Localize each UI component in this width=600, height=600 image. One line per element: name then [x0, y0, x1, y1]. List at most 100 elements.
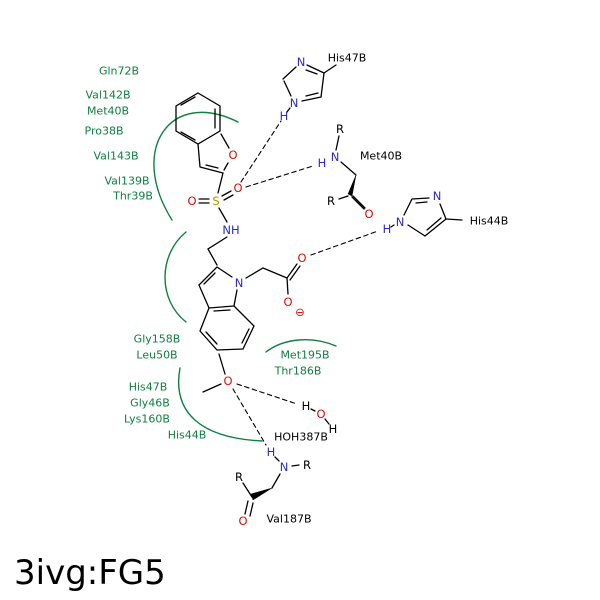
- his44b-nh-hydrogen-label: H: [383, 222, 392, 236]
- furan-sulfur-bond: [217, 172, 224, 194]
- residue-label-val142b: Val142B: [85, 89, 130, 102]
- sulfonyl-oxygen-right-double-bond: [221, 190, 234, 201]
- hbond-sulfonyl-his47b: [240, 120, 282, 183]
- carboxylate-charge-label: ⊖: [295, 305, 305, 319]
- label-his44b: His44B: [470, 215, 509, 228]
- indole-benzene-double-bonds: [205, 309, 250, 345]
- his44b-ring-double-bonds: [415, 201, 442, 231]
- acetate-chain-bonds: [245, 267, 288, 279]
- residue-label-gln72b: Gln72B: [99, 65, 139, 78]
- hydrophobic-residue-labels: Gln72B Val142B Met40B Pro38B Val143B Val…: [85, 65, 330, 442]
- met40b-r-bottom-label: R: [327, 194, 335, 208]
- val187b-r-right-label: R: [303, 458, 311, 472]
- methylene-linker-bonds: [207, 236, 228, 266]
- his47b-ring-double-bonds: [305, 69, 319, 97]
- carboxylate-oxygen-lower-label: O: [283, 295, 292, 309]
- residue-label-leu50b: Leu50B: [136, 349, 177, 362]
- his47b-nh-hydrogen-label: H: [280, 109, 289, 123]
- val187b-carbonyl-oxygen-label: O: [238, 514, 247, 528]
- his47b-nitrogen-top-label: N: [297, 55, 306, 69]
- hbond-carboxylate-his44b: [310, 230, 379, 256]
- water-molecule: [310, 408, 330, 425]
- hydrophobic-contact-arcs: [153, 111, 337, 442]
- water-hydrogen-right-label: H: [329, 422, 338, 436]
- his44b-nitrogen-top-label: N: [433, 189, 442, 203]
- carboxylate-single-bond: [286, 277, 289, 295]
- sulfonamide-nh-label: NH: [222, 223, 239, 237]
- methoxy-oxygen-label: O: [223, 374, 232, 388]
- water-oxygen-label: O: [316, 407, 325, 421]
- residue-label-gly46b: Gly46B: [130, 397, 170, 410]
- label-hoh387b: HOH387B: [274, 431, 328, 444]
- contact-arc-methoxy: [178, 367, 263, 442]
- his44b-ring-bonds: [403, 197, 447, 237]
- his44b-nitrogen-left-label: N: [396, 215, 405, 229]
- met40b-r-top-label: R: [336, 122, 344, 136]
- residue-label-val143b: Val143B: [93, 150, 138, 163]
- water-hydrogen-left-label: H: [302, 399, 311, 413]
- val187b-fragment: [242, 456, 300, 517]
- hydrogen-bonds: [232, 120, 379, 446]
- methoxy-bonds: [202, 353, 226, 393]
- val187b-carbonyl-double-bond: [244, 500, 254, 517]
- val187b-bonds: [242, 456, 300, 498]
- val187b-wedge-bond: [250, 487, 273, 501]
- his44b-nh-bond: [390, 224, 395, 228]
- indole-pyrrole-bonds: [198, 266, 238, 309]
- label-val187b: Val187B: [266, 513, 311, 526]
- contact-arc-indole-right: [265, 339, 337, 353]
- hbond-methoxy-water: [236, 383, 298, 405]
- indole-nitrogen-label: N: [235, 276, 244, 290]
- residue-label-met40b-green: Met40B: [87, 105, 129, 118]
- his47b-nh-bond: [286, 107, 291, 113]
- residue-label-gly158b: Gly158B: [134, 333, 181, 346]
- met40b-nitrogen-label: N: [331, 150, 340, 164]
- hbond-methoxy-val187b: [232, 388, 267, 446]
- residue-label-his44b-green: His44B: [168, 429, 207, 442]
- structure-title: 3ivg:FG5: [14, 553, 166, 593]
- his47b-label-bond: [323, 64, 337, 74]
- contact-arc-linker: [164, 231, 187, 323]
- met40b-carbonyl-double-bond: [351, 195, 366, 210]
- benzofuran-benzene-double-bonds: [180, 96, 216, 141]
- hbond-residue-labels: His47B Met40B His44B HOH387B Val187B: [266, 52, 508, 526]
- residue-label-met195b: Met195B: [280, 349, 329, 362]
- his47b-nitrogen-bottom-label: N: [290, 96, 299, 110]
- atom-labels: O O O O O ⊖ O O O O S NH N N N H N H N N…: [187, 55, 441, 528]
- sulfonamide-group: [198, 172, 234, 266]
- residue-label-val139b: Val139B: [104, 175, 149, 188]
- sulfur-nitrogen-bond: [218, 207, 228, 223]
- met40b-fragment: [335, 135, 366, 210]
- label-his47b: His47B: [328, 52, 367, 65]
- val187b-nitrogen-label: N: [280, 460, 289, 474]
- sulfonyl-oxygen-left-label: O: [187, 194, 196, 208]
- met40b-bonds: [335, 135, 357, 200]
- residue-label-his47b-green: His47B: [129, 381, 168, 394]
- hbond-sulfonyl-met40b: [245, 165, 314, 188]
- residue-label-thr39b: Thr39B: [112, 190, 153, 203]
- carboxylate-double-bond: [286, 263, 301, 281]
- his44b-imidazole: [390, 197, 463, 237]
- benzofuran-ring: [175, 92, 230, 174]
- met40b-wedge-bond: [347, 174, 357, 197]
- sulfonyl-oxygen-right-label: O: [233, 181, 242, 195]
- his44b-label-bond: [445, 218, 463, 221]
- contact-arc-benzofuran: [153, 111, 239, 221]
- sulfonyl-oxygen-left-double-bond: [198, 198, 210, 204]
- his47b-ring-bonds: [282, 64, 325, 102]
- met40b-nh-hydrogen-label: H: [318, 156, 327, 170]
- water-bonds: [310, 408, 330, 425]
- label-met40b: Met40B: [360, 150, 402, 163]
- acetate-group: [245, 263, 301, 295]
- benzofuran-furan-bonds: [197, 133, 230, 174]
- residue-label-lys160b: Lys160B: [124, 413, 170, 426]
- met40b-carbonyl-oxygen-label: O: [364, 207, 373, 221]
- residue-label-pro38b: Pro38B: [85, 125, 124, 138]
- carboxylate-oxygen-upper-label: O: [297, 251, 306, 265]
- indole-ring: [198, 266, 255, 351]
- val187b-r-left-label: R: [235, 470, 243, 484]
- residue-label-thr186b: Thr186B: [274, 365, 322, 378]
- sulfonyl-sulfur-label: S: [212, 194, 219, 208]
